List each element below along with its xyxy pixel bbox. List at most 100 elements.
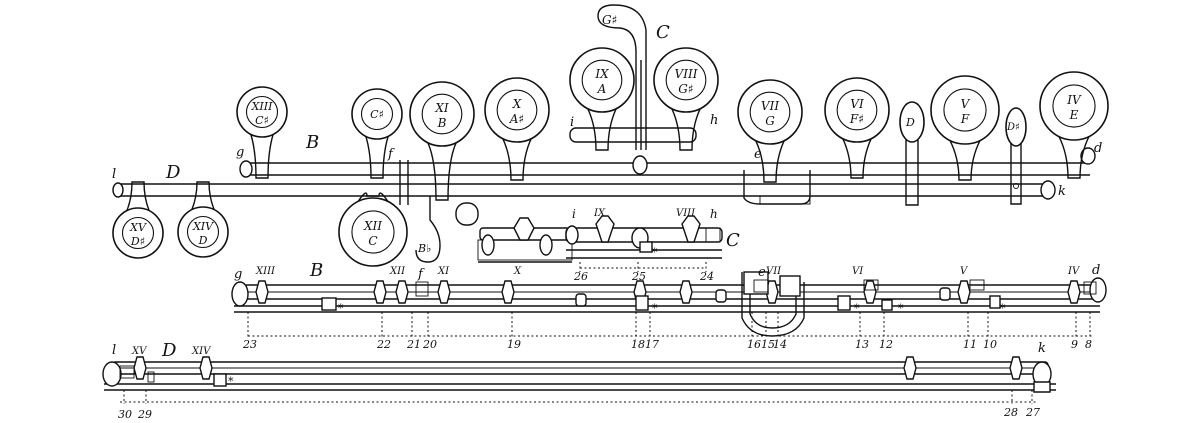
side-b-letter-e: e [758,265,766,280]
side-d-num-27: 27 [1025,406,1040,419]
key-pad [836,89,878,131]
side-b-number: 22 [376,338,391,351]
side-d-rod-label: D [161,340,177,361]
key-numeral: X [512,97,522,111]
side-c-letter-h: h [710,207,718,221]
b-flat-label: B♭ [417,242,431,255]
side-b-numeral: VI [852,266,864,277]
key-note: A♯ [509,112,524,126]
rod-d-top [112,180,1056,200]
d-lever-key [899,101,925,206]
side-c-num-24: 24 [699,270,714,283]
side-b-numeral: V [960,266,969,277]
key-numeral: IV [1066,93,1082,107]
key-v: VF [930,75,1000,181]
side-b-letter-g: g [234,267,242,282]
collar [679,280,693,304]
key-note: D [198,234,208,247]
side-b-number: 15 [761,338,775,351]
letter-l-top: l [112,167,116,182]
b-star-1: * [338,302,344,315]
key-numeral: XII [363,219,382,233]
letter-g-top: g [236,145,244,160]
key-pad [665,59,707,101]
side-d-letter-l: l [112,343,116,358]
key-pad [749,91,791,133]
side-d-numeral-xiv: XIV [191,346,212,357]
d-star: * [228,375,234,388]
side-b-numeral: XII [389,266,406,277]
g-sharp-label: G♯ [602,13,617,27]
side-c-num-25: 25 [631,270,646,283]
key-note: A [597,82,607,96]
key-note: B [437,116,447,130]
side-b-number: 9 [1071,338,1078,351]
key-numeral: XI [434,101,449,115]
key-pad [186,215,220,249]
b-star-2: * [652,302,658,315]
side-c-rod-label: C [726,230,740,251]
side-b-number: 16 [747,338,761,351]
key-pad [496,89,538,131]
collar [373,280,387,304]
side-b-letter-d: d [1092,263,1100,278]
key-xi: XIB [409,81,475,201]
side-b-number: 12 [879,338,893,351]
key-numeral: XIV [192,220,214,233]
key-pad [245,95,279,129]
key-note: F♯ [849,112,864,126]
side-b-number: 11 [963,338,977,351]
key-x: XA♯ [484,77,550,181]
rod-c-top [569,127,697,175]
side-d-num-28: 28 [1003,406,1018,419]
side-b-number: 18 [631,338,645,351]
key-pad [360,97,394,131]
letter-d-top: d [1094,141,1102,156]
side-b-number: 14 [773,338,787,351]
key-xv: XVD♯ [112,181,164,259]
key-c-sharp: C♯ [351,88,403,179]
top-view-labels: B C D G♯ D D♯ B♭ g f i h e d l k [112,13,1102,255]
rod-d-label: D [165,162,181,183]
key-note: D♯ [130,235,145,248]
key-numeral: VI [850,97,864,111]
d-sharp-lever-key [1005,107,1027,205]
rod-b-top [239,147,1096,178]
b-star-3: * [854,302,860,315]
side-b-numeral: X [513,266,522,277]
b-star-4: * [898,302,904,315]
collar [957,280,971,304]
rod-c-label: C [656,22,670,43]
collar [395,280,409,304]
side-b-number: 17 [645,338,659,351]
key-note: F [960,112,970,126]
collar [199,356,213,380]
side-c-numeral-ix: IX [593,208,606,219]
collar [903,356,917,380]
rod-b-label: B [305,132,319,153]
side-b-number: 21 [406,338,421,351]
key-pad [121,216,155,250]
key-pad [1052,84,1096,128]
key-note: C [368,234,377,248]
collar [1067,280,1081,304]
key-vi: VIF♯ [824,77,890,179]
side-b-number: 23 [242,338,257,351]
key-note: C♯ [370,108,384,121]
d-sharp-label: D♯ [1006,122,1020,133]
side-d-num-30: 30 [118,408,132,421]
key-iv: IVE [1039,71,1109,179]
letter-f-top: f [387,147,395,162]
detail-block [477,217,573,263]
collar [437,280,451,304]
b-star-5: * [1000,302,1006,315]
side-b-letter-f: f [417,267,425,282]
g-sharp-lever [597,4,647,150]
